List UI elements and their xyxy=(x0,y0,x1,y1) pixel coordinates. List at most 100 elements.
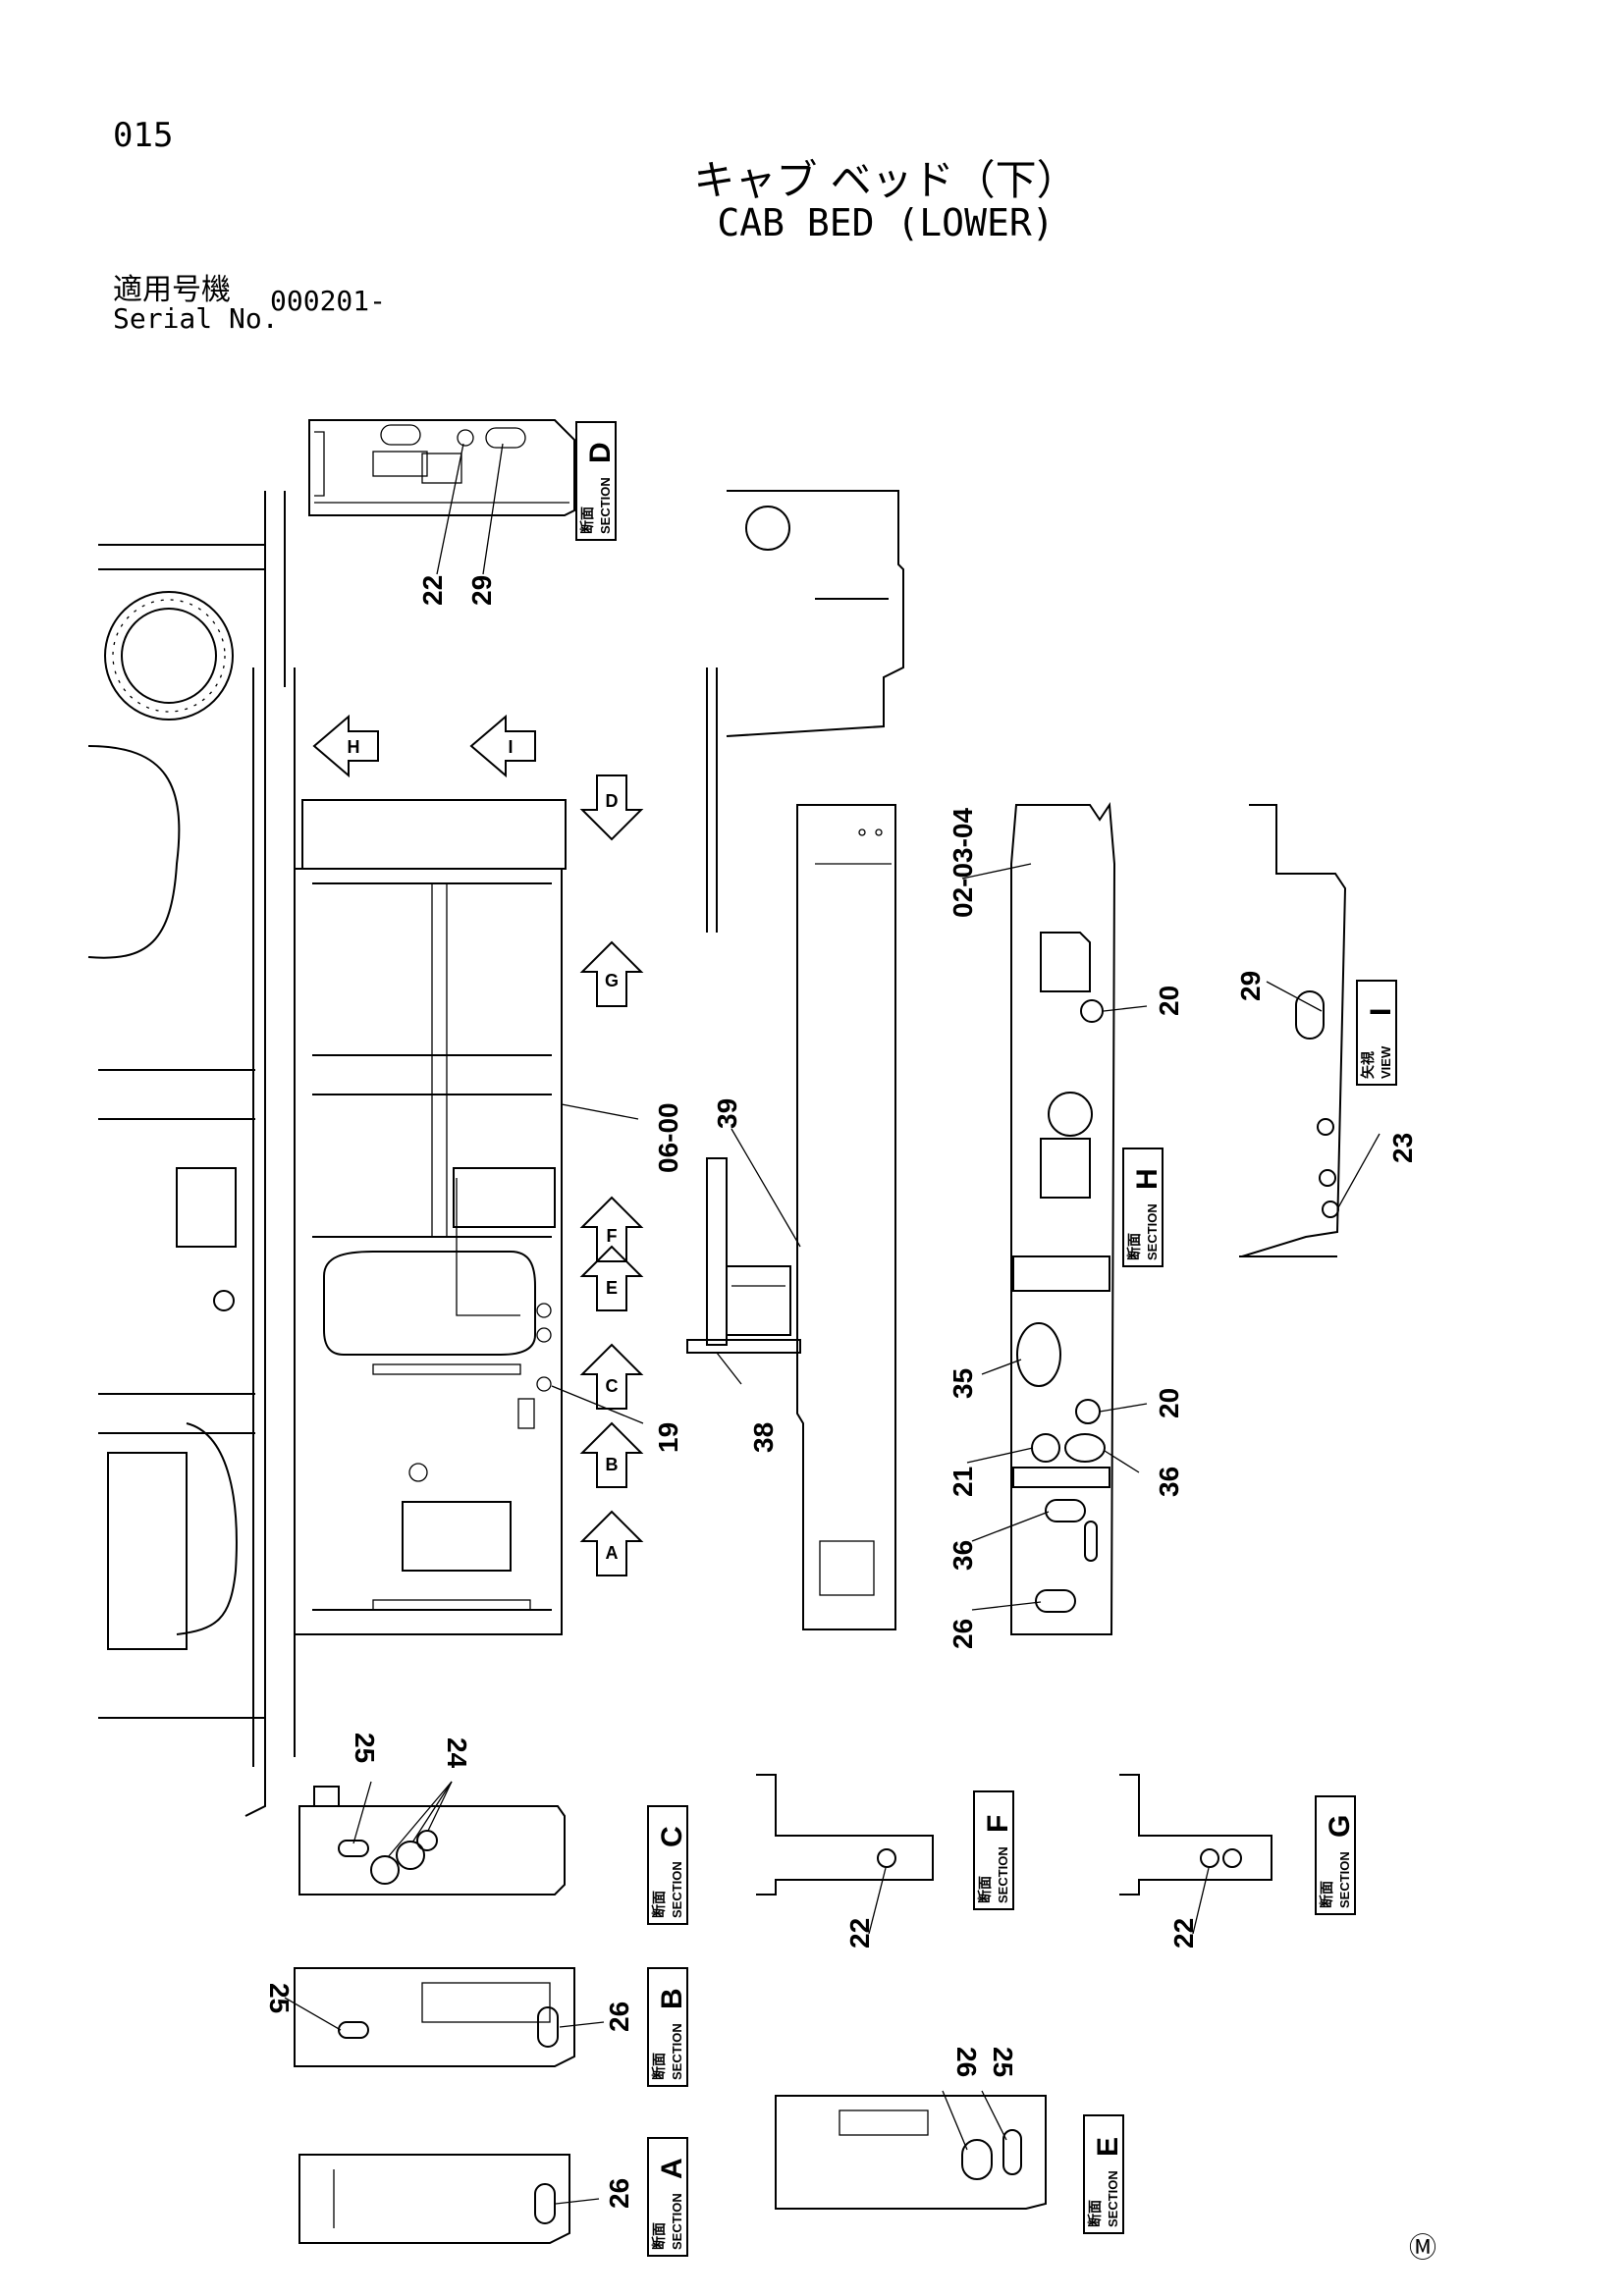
svg-text:SECTION: SECTION xyxy=(670,2193,684,2250)
serial-label-japanese: 適用号機 xyxy=(113,273,231,307)
svg-text:断面: 断面 xyxy=(651,1891,667,1918)
svg-text:F: F xyxy=(607,1226,618,1246)
bracket-part xyxy=(686,1157,801,1354)
callout-26-b: 26 xyxy=(604,2002,634,2032)
svg-text:D: D xyxy=(606,791,619,811)
upper-arm-part xyxy=(706,490,904,933)
view-label-i: 矢視 VIEW I xyxy=(1356,980,1397,1086)
svg-text:E: E xyxy=(606,1278,618,1298)
svg-text:I: I xyxy=(1365,1008,1397,1016)
view-arrow-f: F xyxy=(579,1196,644,1262)
footer-mark: Ⓜ xyxy=(1409,2232,1437,2263)
view-arrow-e: E xyxy=(579,1245,644,1311)
svg-text:断面: 断面 xyxy=(651,2222,667,2250)
view-arrow-a: A xyxy=(579,1510,644,1576)
callout-26-a: 26 xyxy=(604,2178,634,2209)
svg-text:断面: 断面 xyxy=(651,2053,667,2080)
section-b-part xyxy=(294,1967,575,2067)
section-e-part xyxy=(775,2095,1047,2210)
callout-29-top: 29 xyxy=(466,575,497,606)
section-label-h: 断面 SECTION H xyxy=(1122,1148,1164,1267)
callout-21: 21 xyxy=(947,1467,978,1497)
svg-text:G: G xyxy=(605,971,619,990)
callout-20-upper: 20 xyxy=(1154,986,1184,1016)
svg-text:H: H xyxy=(1131,1168,1164,1190)
svg-text:E: E xyxy=(1092,2137,1124,2157)
svg-text:D: D xyxy=(584,442,617,463)
page-number: 015 xyxy=(113,116,174,155)
svg-text:SECTION: SECTION xyxy=(1145,1203,1160,1260)
callout-25-b: 25 xyxy=(264,1983,295,2013)
callout-35: 35 xyxy=(947,1368,978,1399)
view-arrow-g: G xyxy=(579,940,644,1007)
main-bed-frame xyxy=(294,799,567,1635)
callout-29-view: 29 xyxy=(1235,971,1266,1001)
right-member-part xyxy=(1010,802,1116,1635)
callout-22-top: 22 xyxy=(417,575,448,606)
svg-text:SECTION: SECTION xyxy=(670,1861,684,1918)
callout-22-f: 22 xyxy=(844,1918,875,1949)
svg-text:断面: 断面 xyxy=(1087,2200,1103,2227)
section-f-part xyxy=(756,1774,934,1896)
svg-text:B: B xyxy=(606,1455,619,1474)
svg-text:F: F xyxy=(982,1815,1014,1833)
view-i-part xyxy=(1239,804,1347,1257)
page-title-english: CAB BED (LOWER) xyxy=(717,201,1055,244)
page-title-japanese: キャブ ベッド（下） xyxy=(693,156,1078,204)
callout-25-e: 25 xyxy=(988,2047,1018,2077)
callout-22-g: 22 xyxy=(1168,1918,1199,1949)
svg-text:I: I xyxy=(508,737,513,757)
svg-text:H: H xyxy=(348,737,360,757)
svg-text:A: A xyxy=(606,1543,619,1563)
section-g-part xyxy=(1119,1774,1272,1896)
callout-39: 39 xyxy=(712,1098,742,1129)
section-label-a: 断面 SECTION A xyxy=(647,2137,688,2257)
svg-text:G: G xyxy=(1324,1815,1356,1838)
section-label-f: 断面 SECTION F xyxy=(973,1790,1014,1910)
view-arrow-b: B xyxy=(579,1421,644,1488)
view-arrow-c: C xyxy=(579,1343,644,1410)
section-label-c: 断面 SECTION C xyxy=(647,1805,688,1925)
section-label-d: 断面 SECTION D xyxy=(575,421,617,541)
callout-36-left: 36 xyxy=(947,1540,978,1571)
view-arrow-h: H xyxy=(312,714,379,778)
svg-text:SECTION: SECTION xyxy=(1337,1851,1352,1908)
svg-text:B: B xyxy=(656,1988,688,2009)
section-label-e: 断面 SECTION E xyxy=(1083,2114,1124,2234)
serial-label-english: Serial No. xyxy=(113,302,279,335)
svg-text:VIEW: VIEW xyxy=(1379,1045,1393,1079)
svg-text:C: C xyxy=(656,1826,688,1847)
callout-labels: 22 29 02-03-04 20 29 23 06-00 39 35 20 1… xyxy=(264,575,1418,2209)
serial-number-value: 000201- xyxy=(270,285,387,317)
callout-36-right: 36 xyxy=(1154,1467,1184,1497)
callout-20-lower: 20 xyxy=(1154,1388,1184,1418)
svg-text:C: C xyxy=(606,1376,619,1396)
leader-lines xyxy=(284,443,1380,2205)
callout-24-c: 24 xyxy=(442,1737,472,1769)
callout-25-c: 25 xyxy=(350,1733,380,1763)
callout-23: 23 xyxy=(1387,1133,1418,1163)
svg-text:断面: 断面 xyxy=(579,507,595,534)
callout-19: 19 xyxy=(653,1422,683,1453)
callout-38: 38 xyxy=(748,1422,779,1453)
view-arrow-i: I xyxy=(469,714,536,778)
svg-text:SECTION: SECTION xyxy=(1106,2170,1120,2227)
svg-text:断面: 断面 xyxy=(977,1876,993,1903)
view-arrow-d: D xyxy=(579,774,644,841)
callout-26-member: 26 xyxy=(947,1619,978,1649)
callout-06-00: 06-00 xyxy=(653,1102,683,1173)
svg-text:矢視: 矢視 xyxy=(1360,1051,1376,1079)
callout-02-03-04: 02-03-04 xyxy=(947,807,978,918)
section-d-part xyxy=(308,419,575,516)
svg-text:断面: 断面 xyxy=(1319,1881,1334,1908)
section-label-g: 断面 SECTION G xyxy=(1315,1795,1356,1915)
svg-text:断面: 断面 xyxy=(1126,1233,1142,1260)
svg-text:SECTION: SECTION xyxy=(670,2023,684,2080)
svg-text:SECTION: SECTION xyxy=(598,477,613,534)
section-label-b: 断面 SECTION B xyxy=(647,1967,688,2087)
svg-text:A: A xyxy=(656,2158,688,2179)
long-beam-part xyxy=(796,804,896,1630)
section-c-part xyxy=(298,1786,566,1896)
